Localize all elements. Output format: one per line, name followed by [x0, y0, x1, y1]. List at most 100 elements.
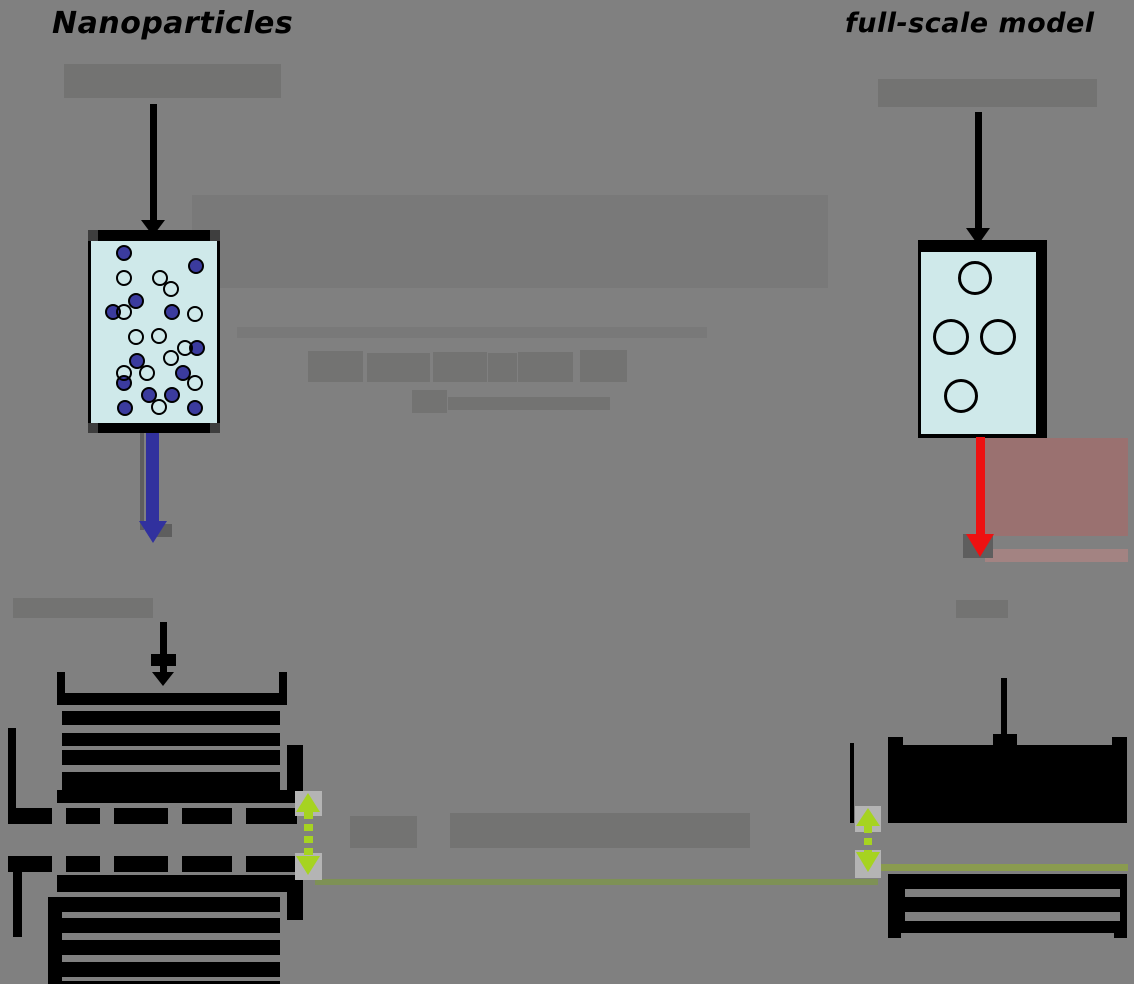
br-lower-foot [1114, 933, 1127, 938]
bl-dash [246, 808, 297, 824]
nanoparticle-hollow [163, 350, 179, 366]
bl-upper-plate [57, 693, 287, 705]
nanoparticle-filled [187, 400, 203, 416]
gap-line-left [315, 879, 878, 885]
bl-lower-plate [57, 875, 287, 892]
nanoparticle-hollow [151, 328, 167, 344]
left-vessel-corner [210, 423, 220, 433]
bubble [944, 379, 978, 413]
nanoparticle-hollow [151, 399, 167, 415]
left-vessel-bottom-bar [88, 423, 220, 433]
bubble [933, 319, 969, 355]
nanoparticle-filled [141, 387, 157, 403]
nanoparticle-hollow [163, 281, 179, 297]
ghost-label-bottom-right [956, 600, 1008, 618]
ghost-gap-label [450, 813, 750, 848]
left-vessel-top-bar [88, 230, 220, 241]
bl-lower-plate [62, 897, 280, 912]
nanoparticle-hollow [152, 270, 168, 286]
br-upper-stub [888, 737, 903, 747]
gap-arrow-left-shaft [304, 812, 313, 856]
bl-upper-plate [62, 711, 280, 725]
highlight-red-box [985, 438, 1128, 536]
ghost-center-word [580, 350, 627, 382]
nanoparticle-filled [164, 304, 180, 320]
ghost-center-word [433, 352, 487, 382]
nanoparticle-hollow [139, 365, 155, 381]
bl-lower-plate [62, 981, 280, 984]
bl-dash [246, 856, 297, 872]
bubble [980, 319, 1016, 355]
nanoparticle-filled [175, 365, 191, 381]
bl-dash [66, 808, 100, 824]
bl-upper-post-right [279, 672, 287, 697]
bl-upper-plate [62, 750, 280, 765]
nanoparticle-filled [164, 387, 180, 403]
ghost-label-left-inlet [64, 64, 281, 98]
red-arrow-shaft [976, 437, 985, 538]
br-upper-block [888, 745, 1127, 823]
bl-lower-post-left [48, 897, 62, 984]
bl-arrow-crossbar [151, 654, 176, 666]
bl-dash [114, 856, 168, 872]
left-vessel-corner [210, 230, 220, 241]
highlight-red-strip [985, 549, 1128, 562]
ghost-center-word [488, 353, 517, 382]
bl-arrow-head [152, 672, 174, 686]
bl-upper-plate [57, 790, 287, 803]
nanoparticle-hollow [116, 365, 132, 381]
gap-arrow-right-head-up [856, 808, 880, 826]
left-outlet-shadow [140, 433, 144, 530]
br-lower-slot [905, 889, 1120, 897]
bl-upper-plate [62, 733, 280, 746]
gap-line-right [878, 864, 1128, 871]
ghost-center-word [518, 352, 573, 382]
right-vessel-right-wall [1036, 240, 1047, 438]
bubble [958, 261, 992, 295]
left-vessel-corner [88, 230, 98, 241]
left-inlet-arrow-shaft [150, 104, 157, 224]
bl-lower-plate [62, 940, 280, 955]
ghost-gap-label [350, 816, 417, 848]
right-vessel-bottom-wall [918, 434, 1039, 438]
red-arrow-head [966, 534, 994, 557]
left-vessel-corner [88, 423, 98, 433]
bl-bracket-upper [8, 728, 16, 810]
br-lower-foot [888, 933, 901, 938]
ghost-center-word [367, 353, 430, 382]
bl-dash [182, 808, 232, 824]
nanoparticle-filled [117, 400, 133, 416]
nanoparticle-hollow [177, 340, 193, 356]
bl-upper-plate [62, 772, 280, 790]
ghost-center-large [192, 195, 828, 288]
left-outlet-arrow-shaft [146, 433, 159, 523]
br-upper-stub [1112, 737, 1127, 747]
nanoparticle-filled [188, 258, 204, 274]
bl-lower-right-bar [287, 875, 303, 920]
nanoparticle-hollow [116, 270, 132, 286]
ghost-center-line [237, 327, 707, 338]
bl-upper-right-bar [287, 745, 303, 803]
gap-arrow-right-head-down [856, 852, 880, 872]
br-arrow-shaft [1001, 678, 1007, 748]
left-outlet-arrow-head [139, 521, 167, 543]
br-lower-slot [905, 912, 1120, 921]
bl-dash [114, 808, 168, 824]
ghost-center-word [448, 397, 610, 410]
br-lower-block [888, 874, 1127, 933]
nanoparticle-filled [116, 245, 132, 261]
bl-upper-post-left [57, 672, 65, 697]
bl-bracket-lower [13, 858, 22, 937]
nanoparticle-hollow [128, 329, 144, 345]
bl-dash [182, 856, 232, 872]
gap-arrow-left-head-down [296, 856, 320, 875]
right-column-title: full-scale model [845, 8, 1095, 39]
bl-dash [66, 856, 100, 872]
right-vessel-top-bar [918, 240, 1047, 252]
right-vessel-left-wall [918, 252, 921, 438]
nanoparticle-filled [129, 353, 145, 369]
ghost-label-bottom-left [13, 598, 153, 618]
nanoparticle-hollow [187, 375, 203, 391]
bl-lower-plate [62, 918, 280, 933]
